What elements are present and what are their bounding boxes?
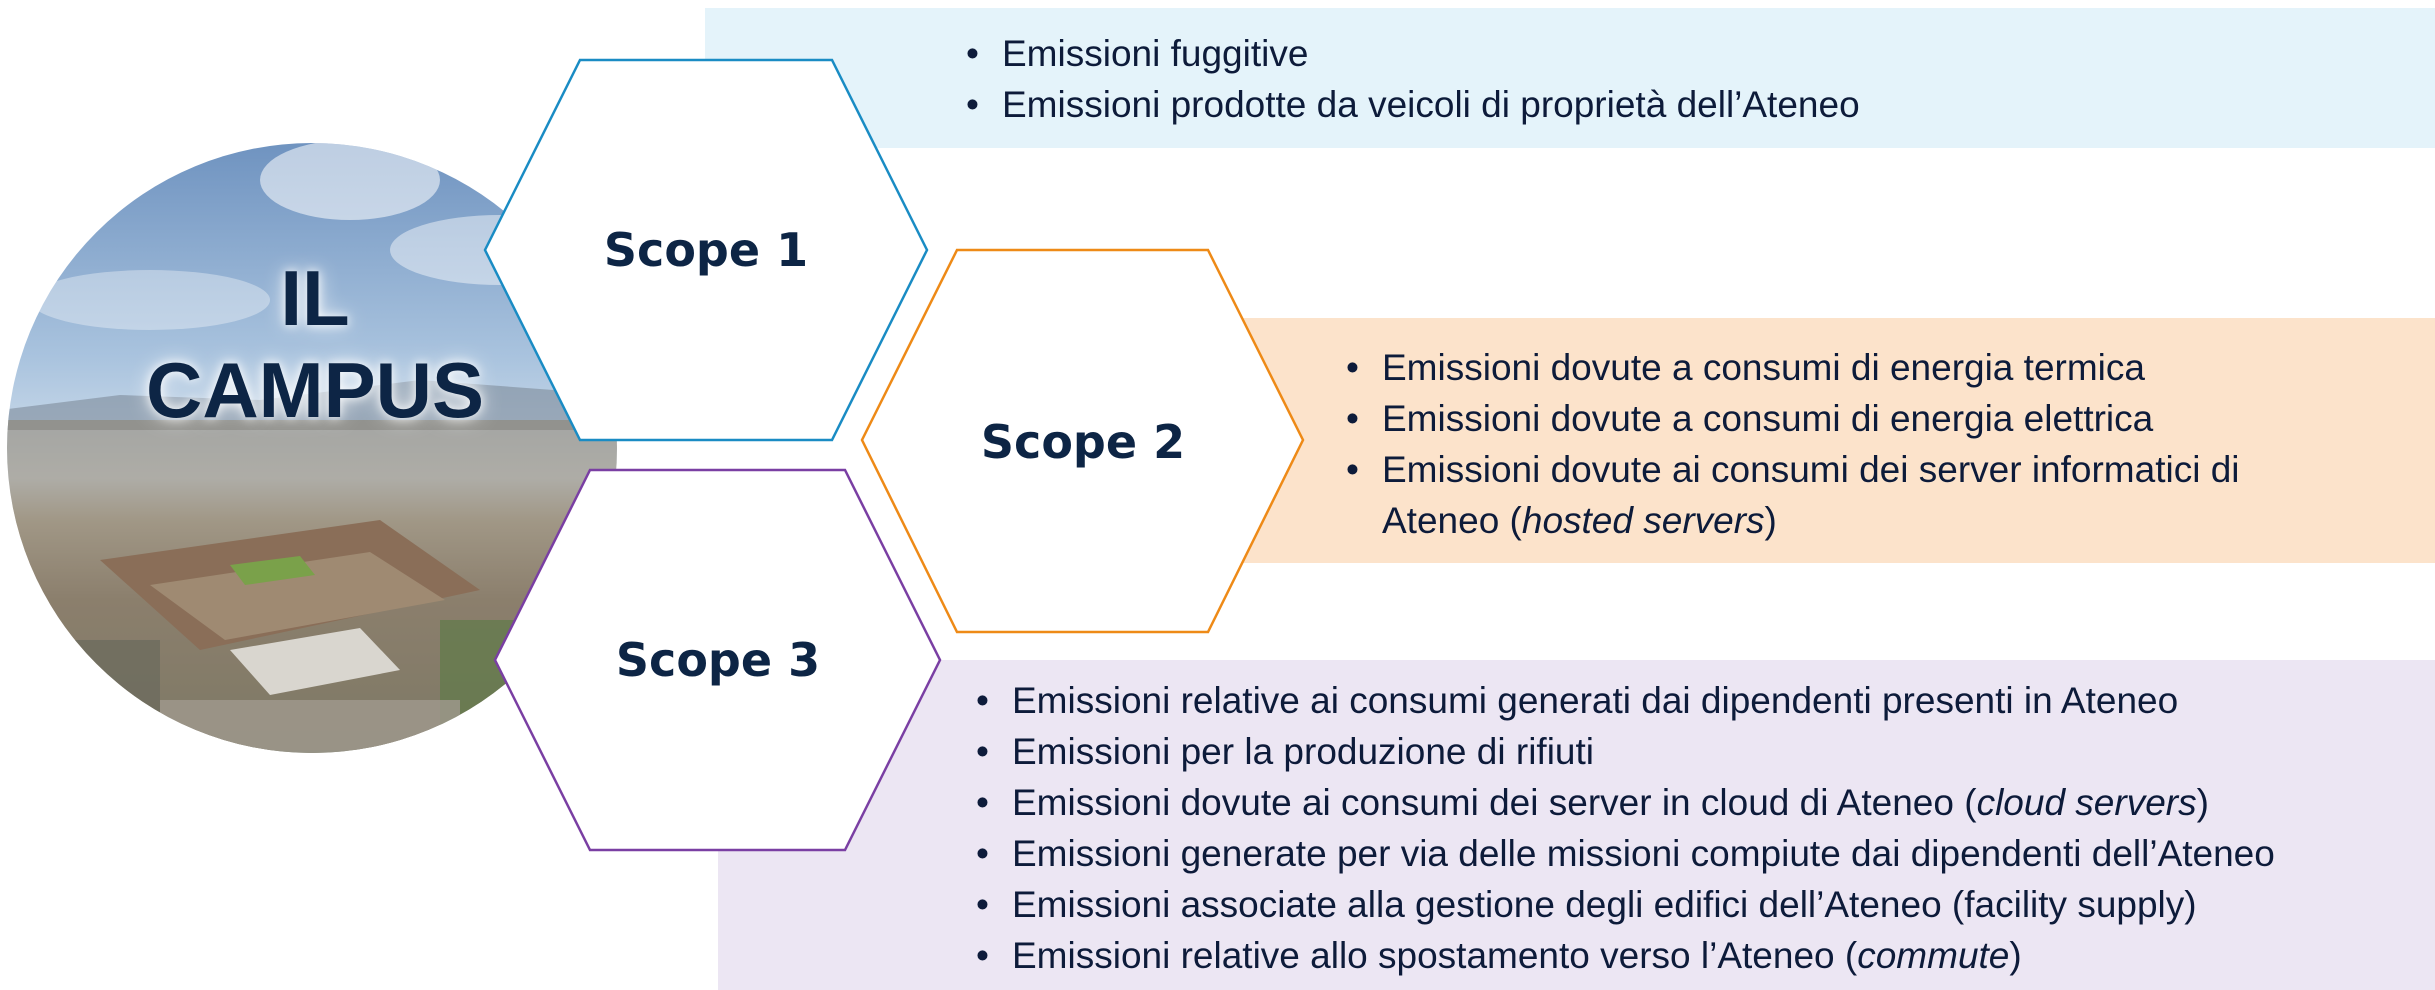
campus-title-line1: IL <box>280 254 350 342</box>
item-text: Emissioni dovute ai consumi dei server i… <box>1012 782 1977 823</box>
list-item: Emissioni dovute a consumi di energia el… <box>1340 393 2240 444</box>
scope1-label: Scope 1 <box>603 223 809 277</box>
scope2-list: Emissioni dovute a consumi di energia te… <box>1340 342 2240 546</box>
item-text-close: ) <box>2196 782 2209 823</box>
list-item: Emissioni dovute ai consumi dei server i… <box>970 777 2275 828</box>
scope1-list: Emissioni fuggitive Emissioni prodotte d… <box>960 28 1860 130</box>
item-text-italic: commute <box>1857 935 2010 976</box>
scope1-hexagon <box>483 58 929 442</box>
item-text-italic: cloud servers <box>1976 782 2197 823</box>
scope2-hexagon <box>860 248 1305 634</box>
item-text-italic: hosted servers <box>1521 500 1765 541</box>
list-item: Emissioni per la produzione di rifiuti <box>970 726 2275 777</box>
list-item: Emissioni relative allo spostamento vers… <box>970 930 2275 981</box>
list-item: Emissioni relative ai consumi generati d… <box>970 675 2275 726</box>
item-text: Emissioni dovute ai consumi dei server i… <box>1382 449 2240 490</box>
item-text-close: ) <box>2009 935 2022 976</box>
scope3-label: Scope 3 <box>615 633 821 687</box>
scope3-list: Emissioni relative ai consumi generati d… <box>970 675 2275 981</box>
campus-title: IL CAMPUS <box>80 252 550 436</box>
item-text-close: ) <box>1764 500 1777 541</box>
list-item: Emissioni associate alla gestione degli … <box>970 879 2275 930</box>
list-item: Emissioni generate per via delle mission… <box>970 828 2275 879</box>
scope3-hexagon <box>493 468 942 852</box>
item-text: Emissioni relative allo spostamento vers… <box>1012 935 1858 976</box>
list-item: Emissioni dovute ai consumi dei server i… <box>1340 444 2240 546</box>
item-text-cont: Ateneo ( <box>1382 500 1522 541</box>
list-item: Emissioni prodotte da veicoli di proprie… <box>960 79 1860 130</box>
scope2-label: Scope 2 <box>980 415 1186 469</box>
list-item: Emissioni dovute a consumi di energia te… <box>1340 342 2240 393</box>
list-item: Emissioni fuggitive <box>960 28 1860 79</box>
campus-title-line2: CAMPUS <box>145 346 484 434</box>
